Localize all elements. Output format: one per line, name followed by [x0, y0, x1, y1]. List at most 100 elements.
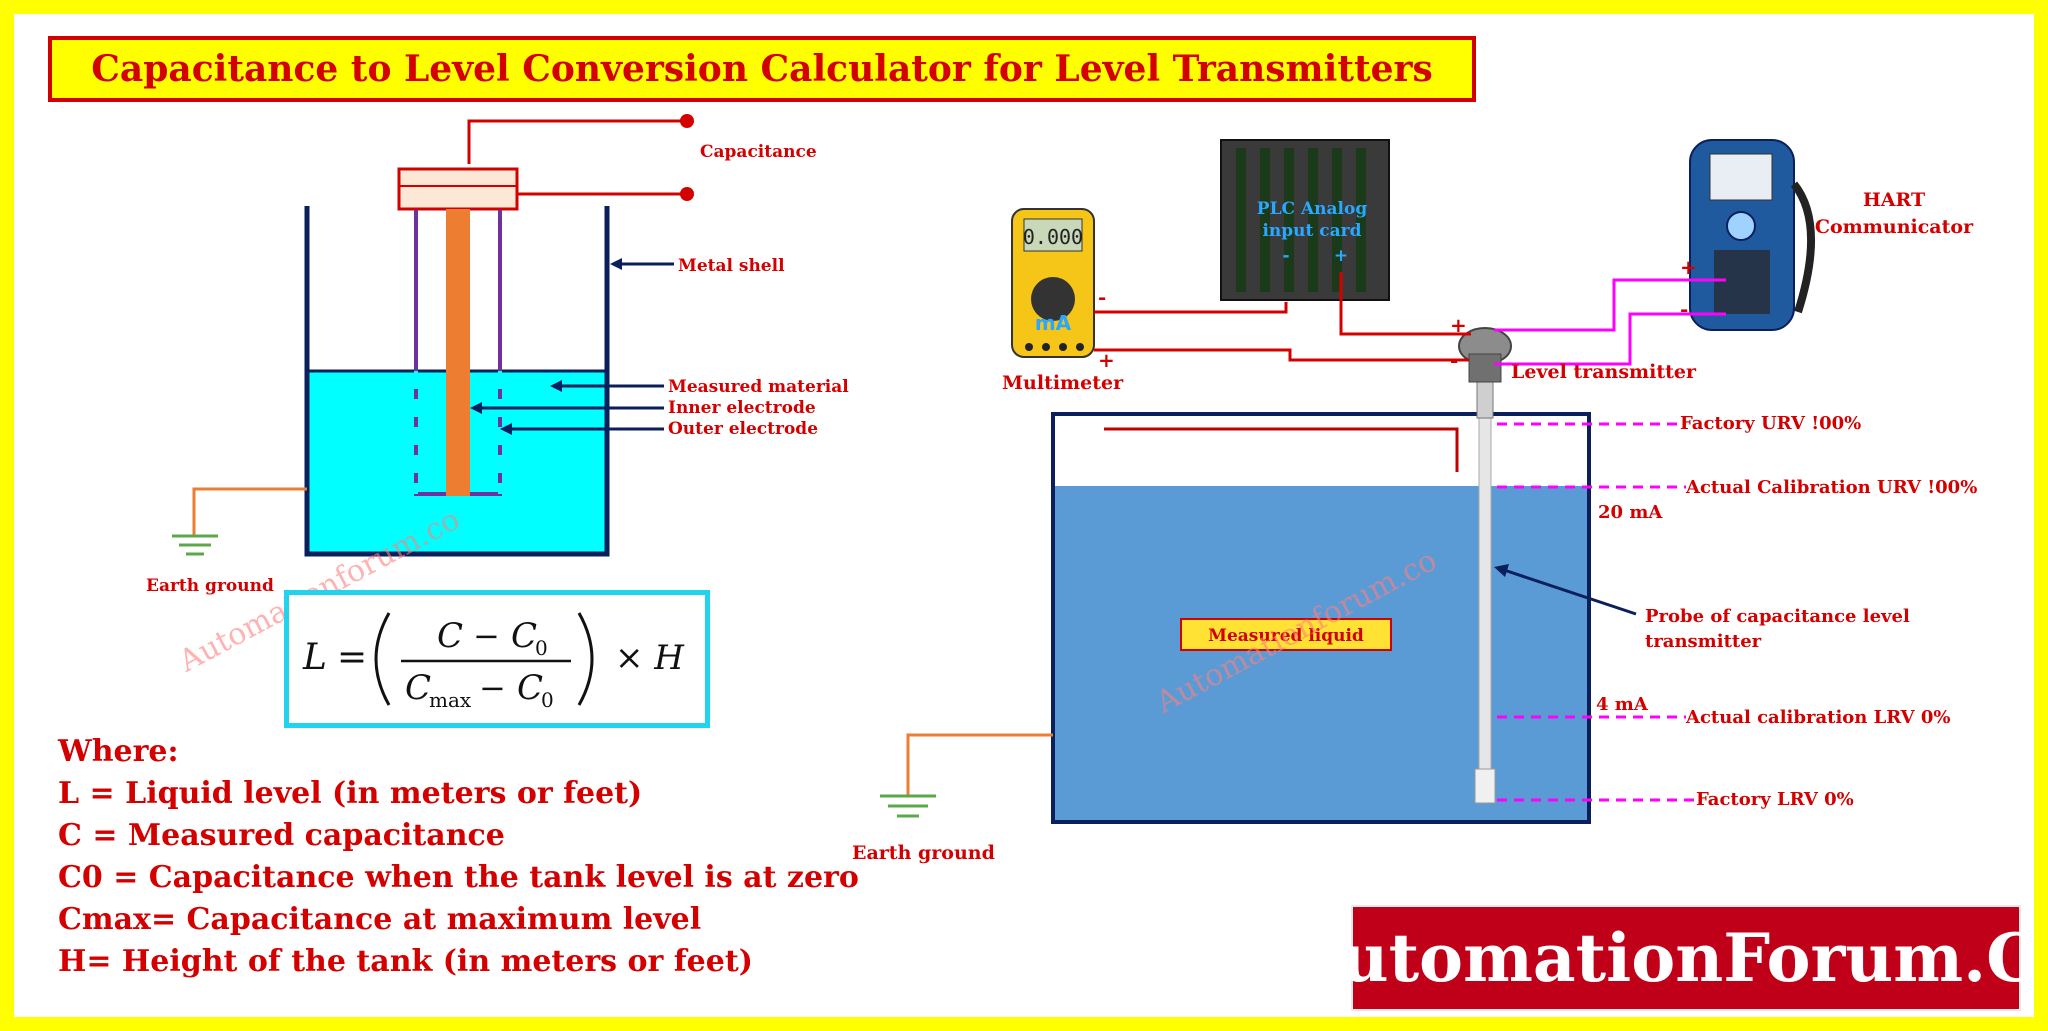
inner-electrode-label: Inner electrode	[668, 398, 816, 418]
terminal-bottom	[680, 187, 694, 201]
poster-frame: Capacitance to Level Conversion Calculat…	[14, 14, 2034, 1017]
transmitter-body	[1468, 353, 1502, 383]
multimeter-plus: +	[1098, 348, 1115, 372]
wire-multimeter-minus	[1094, 302, 1288, 314]
probe-pointer-arrow	[1503, 568, 1637, 616]
definitions-heading: Where:	[58, 734, 179, 769]
metal-shell-label: Metal shell	[678, 256, 785, 276]
formula-num-minus: −	[473, 617, 500, 655]
probe-label-2: transmitter	[1645, 631, 1762, 652]
tank-inner-line	[1104, 427, 1459, 472]
formula-den-submax: max	[429, 688, 472, 712]
multimeter-jack-4	[1076, 343, 1084, 351]
outer-electrode-arrowhead	[500, 423, 512, 435]
hart-screen	[1709, 153, 1773, 201]
probe-rod	[1478, 413, 1492, 793]
multimeter-display: 0.000	[1023, 225, 1083, 249]
formula-num-sub0: 0	[535, 636, 548, 660]
plc-plus: +	[1334, 246, 1348, 266]
formula-svg: L = C − C 0 C max − C 0 × H	[302, 612, 685, 712]
wire-hart-minus	[1494, 312, 1726, 366]
hart-plus: +	[1680, 255, 1697, 279]
plc-slot-1	[1236, 148, 1246, 292]
multimeter-dial	[1031, 277, 1075, 321]
page-title: Capacitance to Level Conversion Calculat…	[91, 48, 1433, 90]
measured-material-label: Measured material	[668, 377, 849, 397]
level-transmitter-label: Level transmitter	[1511, 361, 1697, 383]
multimeter-jack-1	[1025, 343, 1033, 351]
definition-item: L = Liquid level (in meters or feet)	[58, 776, 643, 811]
formula-den-sub0: 0	[541, 688, 554, 712]
metal-shell-arrowhead	[610, 258, 622, 270]
formula-den-cmax: C	[405, 668, 431, 708]
factory-lrv-label: Factory LRV 0%	[1696, 789, 1854, 810]
outer-electrode-label: Outer electrode	[668, 419, 818, 439]
capacitance-wire-top	[467, 119, 687, 164]
transmitter-minus: -	[1450, 348, 1458, 372]
wire-multimeter-plus	[1094, 348, 1469, 362]
plc-slot-2	[1260, 148, 1270, 292]
formula-num-c0: C	[511, 616, 537, 656]
plc-slot-4	[1308, 148, 1318, 292]
multimeter-jack-2	[1042, 343, 1050, 351]
ma20-label: 20 mA	[1598, 502, 1663, 523]
hart-keypad	[1714, 250, 1770, 314]
measured-material-arrowhead	[550, 380, 562, 392]
capacitance-label: Capacitance	[700, 142, 817, 162]
plc-slot-3	[1284, 148, 1294, 292]
definition-item: H= Height of the tank (in meters or feet…	[58, 944, 753, 979]
definitions-list: Where: L = Liquid level (in meters or fe…	[58, 731, 859, 983]
formula-paren-left	[374, 612, 391, 706]
wire-plc-plus	[1339, 272, 1471, 336]
transmitter-plus: +	[1450, 313, 1467, 337]
transmitter-stem	[1476, 379, 1494, 419]
diagram-canvas: Capacitance Metal shell Measured materia…	[146, 114, 1977, 864]
plc-card-label-1: PLC Analog	[1257, 199, 1368, 219]
ma4-label: 4 mA	[1596, 694, 1649, 715]
hart-dpad	[1726, 211, 1756, 241]
definition-item: C = Measured capacitance	[58, 818, 505, 853]
hart-label-1: HART	[1863, 189, 1925, 211]
hart-strap	[1790, 181, 1815, 314]
hart-label-2: Communicator	[1815, 216, 1974, 238]
left-ground-wire	[192, 487, 307, 536]
sensor-head	[397, 167, 519, 211]
formula-equals: =	[337, 637, 367, 678]
right-transmitter-diagram: 0.000 mA PLC Analog input card - +	[852, 139, 1977, 864]
formula-paren-right	[577, 612, 594, 706]
left-earth-ground-label: Earth ground	[146, 576, 274, 596]
formula-den-minus: −	[479, 669, 506, 707]
multimeter-jack-3	[1059, 343, 1067, 351]
formula-lhs: L	[302, 637, 327, 678]
inner-electrode	[446, 209, 470, 496]
right-ground-wire	[906, 733, 1053, 796]
plc-slot-6	[1356, 148, 1366, 292]
multimeter-minus: -	[1098, 285, 1106, 309]
multimeter-screen	[1023, 218, 1083, 252]
terminal-top	[680, 114, 694, 128]
multimeter-label: Multimeter	[1002, 372, 1124, 394]
title-banner: Capacitance to Level Conversion Calculat…	[48, 36, 1476, 102]
metal-shell	[304, 206, 610, 557]
definition-item: C0 = Capacitance when the tank level is …	[58, 860, 859, 895]
hart-minus: -	[1680, 297, 1688, 321]
probe-pointer-arrowhead	[1494, 564, 1509, 577]
inner-electrode-arrowhead	[470, 402, 482, 414]
formula-den-c0: C	[517, 668, 543, 708]
right-earth-ground-label: Earth ground	[852, 842, 995, 864]
formula-times-h: × H	[615, 638, 685, 678]
formula-num-c: C	[437, 616, 463, 656]
plc-slot-5	[1332, 148, 1342, 292]
measured-liquid-label: Measured liquid	[1208, 626, 1364, 646]
measured-liquid-badge	[1180, 618, 1392, 651]
probe-label-1: Probe of capacitance level	[1645, 606, 1910, 627]
plc-minus: -	[1282, 246, 1289, 266]
actual-urv-label: Actual Calibration URV !00%	[1685, 477, 1977, 498]
actual-lrv-label: Actual calibration LRV 0%	[1685, 707, 1950, 728]
probe-tip	[1474, 768, 1496, 804]
brand-logo-text: AutomationForum.Co	[1289, 919, 2034, 997]
wire-hart-plus	[1494, 278, 1726, 332]
formula-box: L = C − C 0 C max − C 0 × H	[284, 590, 710, 728]
multimeter-unit: mA	[1035, 311, 1072, 335]
plc-card-label-2: input card	[1262, 221, 1361, 241]
